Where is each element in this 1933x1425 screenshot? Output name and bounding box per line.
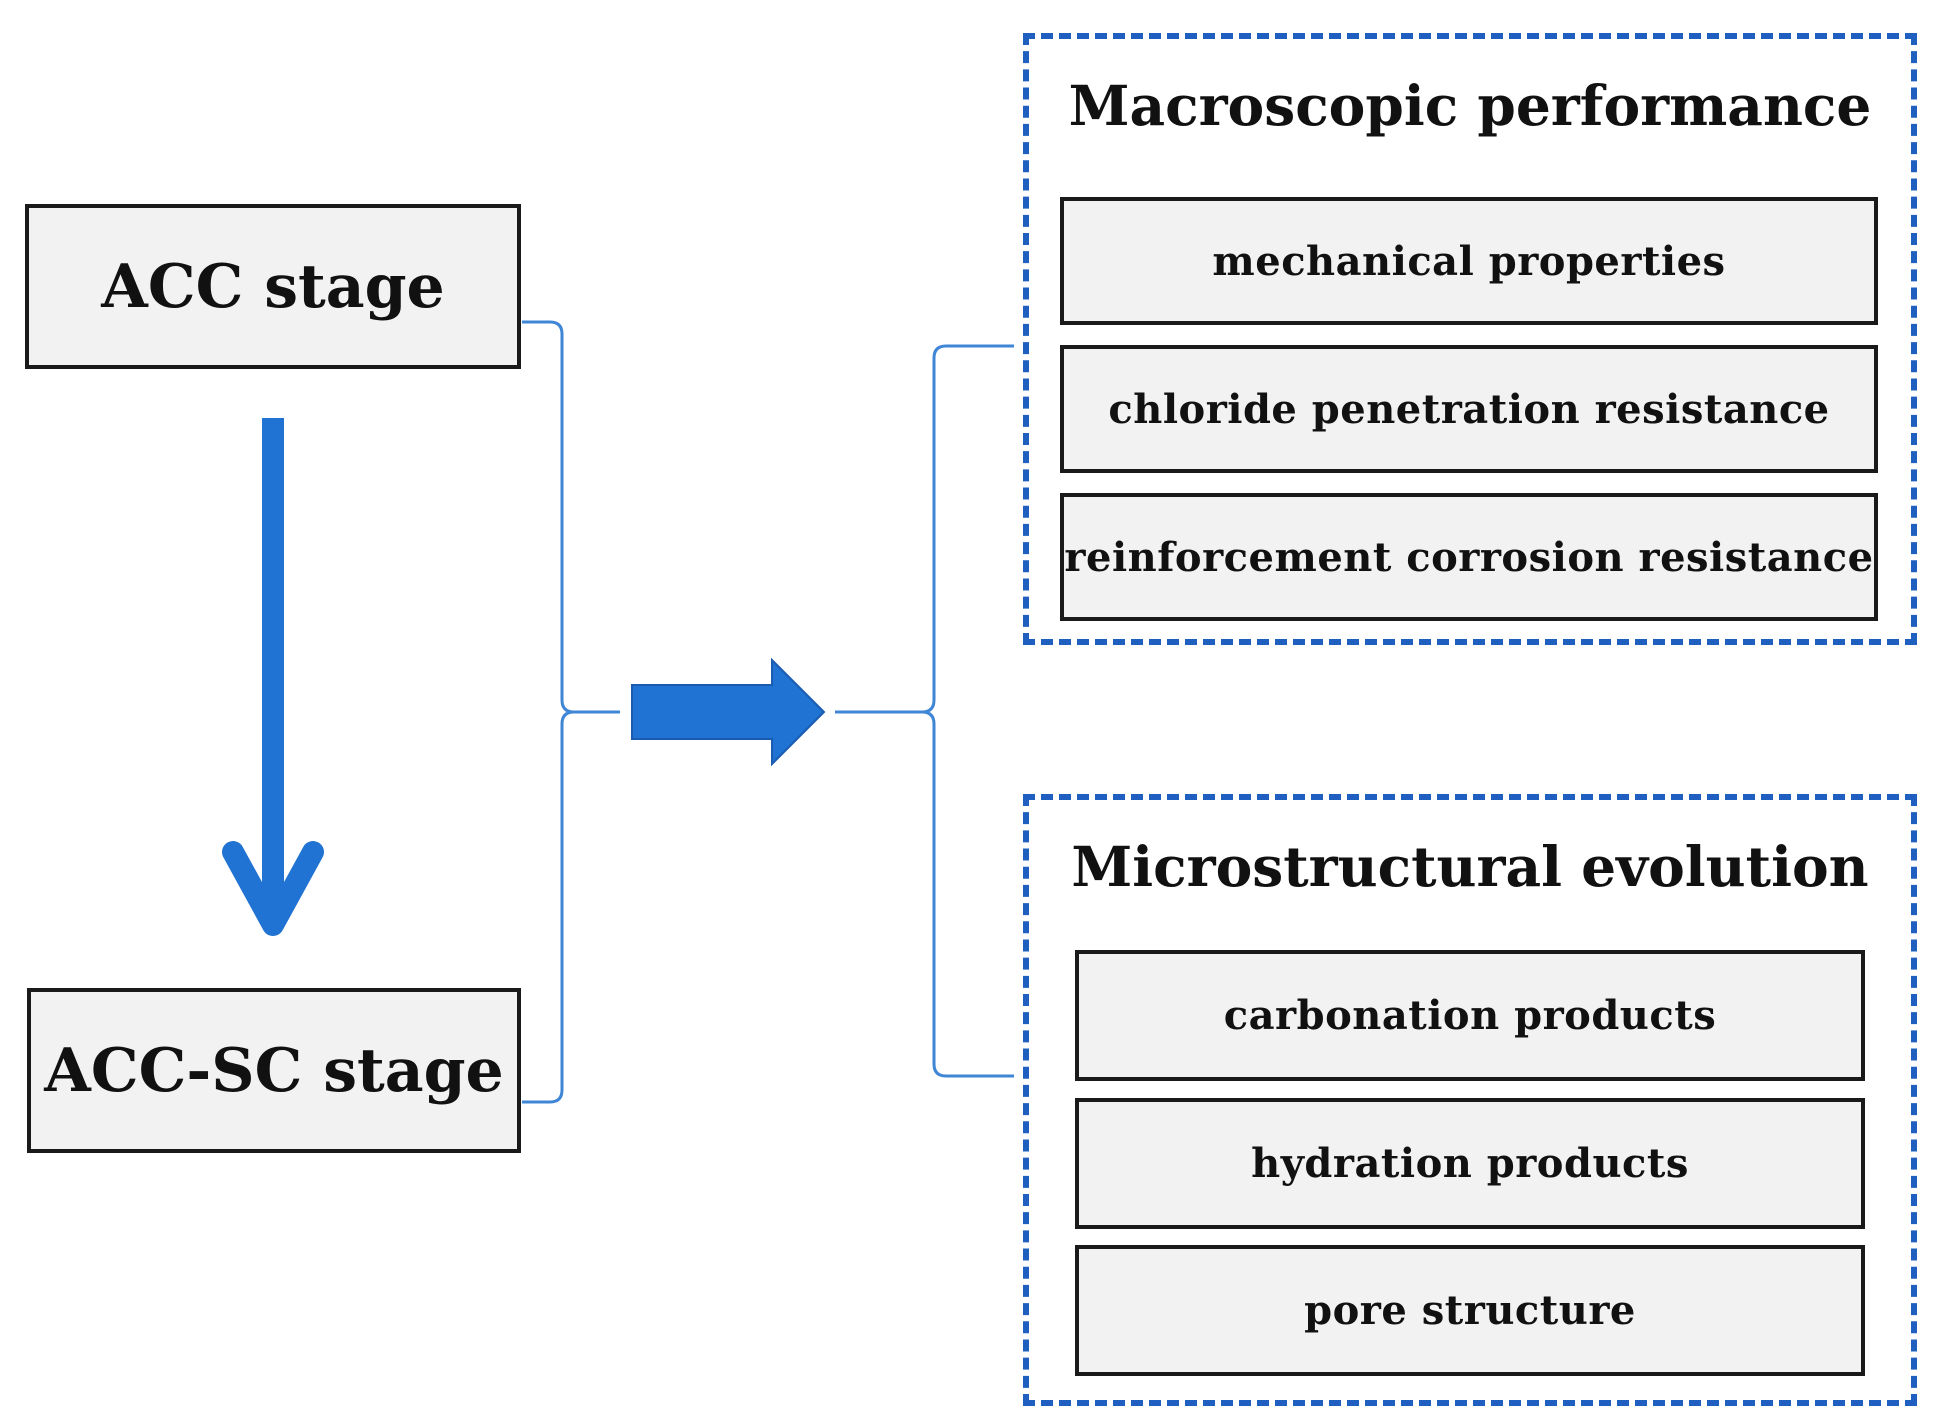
chloride-penetration-box: chloride penetration resistance (1060, 345, 1878, 473)
item-label: carbonation products (1223, 992, 1717, 1039)
acc-stage-box: ACC stage (25, 204, 521, 369)
item-label: reinforcement corrosion resistance (1064, 533, 1874, 581)
hydration-products-box: hydration products (1075, 1098, 1865, 1229)
item-label: mechanical properties (1212, 237, 1726, 285)
acc-sc-stage-label: ACC-SC stage (44, 1035, 504, 1106)
arrow-down-icon (222, 418, 324, 936)
item-label: chloride penetration resistance (1108, 385, 1830, 433)
reinforcement-corrosion-box: reinforcement corrosion resistance (1060, 493, 1878, 621)
pore-structure-box: pore structure (1075, 1245, 1865, 1376)
acc-sc-stage-box: ACC-SC stage (27, 988, 521, 1153)
arrow-right-icon (631, 657, 826, 767)
microstructural-evolution-group: Microstructural evolution (1023, 794, 1917, 1406)
left-bracket (522, 320, 620, 1104)
item-label: hydration products (1251, 1140, 1689, 1187)
carbonation-products-box: carbonation products (1075, 950, 1865, 1081)
right-bracket (835, 344, 1014, 1078)
group-title: Macroscopic performance (1068, 73, 1872, 138)
acc-stage-label: ACC stage (101, 251, 445, 322)
macroscopic-performance-group: Macroscopic performance (1023, 33, 1917, 645)
group-title: Microstructural evolution (1071, 834, 1869, 899)
item-label: pore structure (1304, 1287, 1636, 1334)
mechanical-properties-box: mechanical properties (1060, 197, 1878, 325)
